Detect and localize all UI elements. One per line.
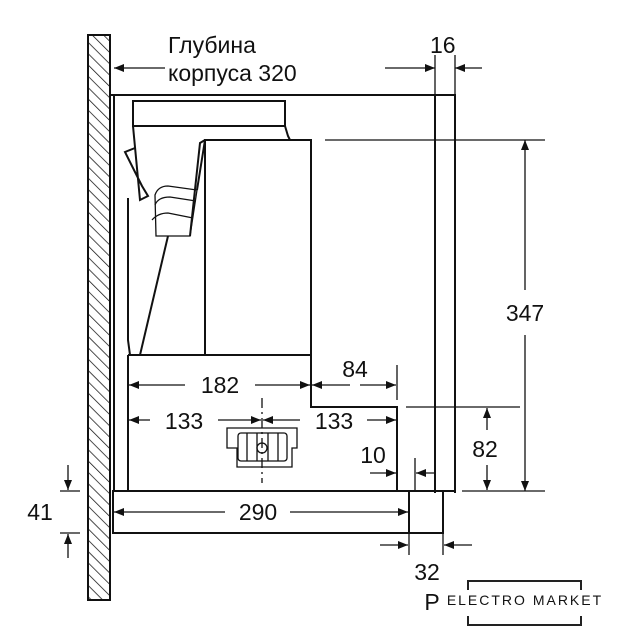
label-p: P	[424, 589, 439, 615]
depth-label-line2: корпуса 320	[168, 60, 297, 86]
dim-133-right: 133	[315, 408, 353, 434]
dim-41: 41	[27, 499, 53, 525]
dim-10: 10	[360, 442, 386, 468]
dim-84: 84	[342, 356, 368, 382]
hood-body	[123, 100, 312, 356]
mounting-bracket	[226, 398, 298, 483]
wall-hatch	[87, 34, 111, 601]
dim-182: 182	[201, 372, 239, 398]
dim-133-left: 133	[165, 408, 203, 434]
dim-82: 82	[472, 436, 498, 462]
dim-290: 290	[239, 499, 277, 525]
dim-16: 16	[430, 32, 456, 58]
dimension-lines	[60, 55, 545, 558]
dim-32: 32	[414, 559, 440, 585]
depth-label-line1: Глубина	[168, 32, 256, 58]
dim-347: 347	[506, 300, 544, 326]
logo-text: ELECTRO MARKET	[446, 592, 604, 608]
hood-lower-box	[112, 355, 520, 534]
